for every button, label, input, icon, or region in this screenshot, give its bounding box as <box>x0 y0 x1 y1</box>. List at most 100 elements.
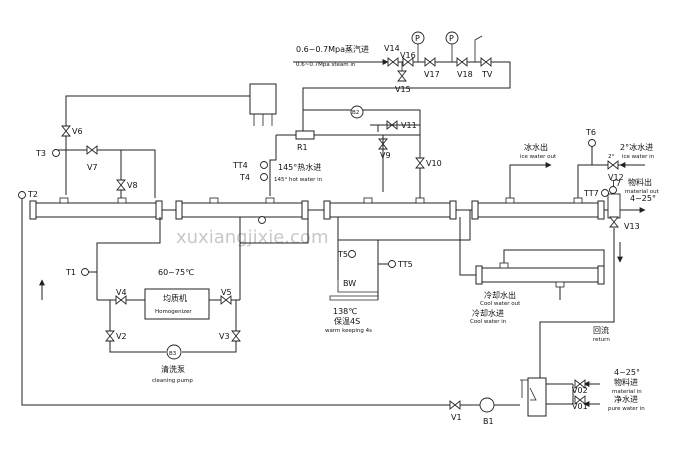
valve-v5[interactable] <box>220 295 232 305</box>
sensor-t5-label: T5 <box>337 250 348 259</box>
sensor-t1-label: T1 <box>65 268 76 277</box>
valve-v4[interactable] <box>115 295 127 305</box>
sensor-t6-label: T6 <box>585 128 596 137</box>
valve-v01-label: V01 <box>572 402 588 411</box>
pure-water-in-label-cn: 净水进 <box>614 394 638 404</box>
valve-v2-label: V2 <box>116 332 127 341</box>
heat-exchanger-5 <box>475 262 605 288</box>
valve-v15-label: V15 <box>395 85 411 94</box>
material-out-label-en: material out <box>625 189 660 195</box>
material-out-temp: 4~25° <box>630 194 656 203</box>
holding-tube <box>329 280 379 301</box>
sensor-tt5-label: TT5 <box>397 260 413 269</box>
heat-exchanger-1 <box>29 197 163 220</box>
svg-text:B2: B2 <box>352 110 359 116</box>
sensor-t6 <box>588 139 596 147</box>
balance-tank <box>249 83 277 126</box>
holding-tube-bw: BW <box>343 279 356 288</box>
svg-text:P: P <box>415 34 420 43</box>
valve-v18[interactable] <box>456 57 468 67</box>
heater-r1 <box>295 130 315 140</box>
pump-b1-label: B1 <box>483 417 494 426</box>
valve-v3-label: V3 <box>219 332 230 341</box>
sensor-t3 <box>52 149 60 157</box>
valve-v02-label: V02 <box>572 386 588 395</box>
valve-v14[interactable] <box>387 57 399 67</box>
valve-v8-label: V8 <box>127 181 138 190</box>
hot-water-in-label-cn: 145°热水进 <box>278 162 321 172</box>
sensor-tt4-label: TT4 <box>232 161 248 170</box>
valve-v17-label: V17 <box>424 70 440 79</box>
valve-v6[interactable] <box>61 125 71 137</box>
ice-water-out-label-cn: 冰水出 <box>524 142 548 152</box>
material-in-label-cn: 物料进 <box>614 377 638 387</box>
sensor-t1 <box>81 268 89 276</box>
cleaning-pump-label-en: cleaning pump <box>152 378 193 384</box>
inlet-tank <box>520 377 554 417</box>
svg-text:P: P <box>449 34 454 43</box>
ice-water-in-deg: 2° <box>608 154 614 160</box>
cool-water-out-label-en: Cool water out <box>480 301 521 307</box>
sensor-t4 <box>260 173 268 181</box>
valve-v14-label: V14 <box>384 44 400 53</box>
valve-v9-label: V9 <box>380 151 391 160</box>
steam-in-label-en: 0.6~0.7Mpa steam in <box>296 62 356 68</box>
valve-v16-label: V16 <box>400 51 416 60</box>
cleaning-pump-label-cn: 清洗泵 <box>161 364 185 374</box>
sensor-tt5 <box>388 260 396 268</box>
valve-v3[interactable] <box>231 330 241 342</box>
homogenizer-label-cn: 均质机 <box>163 293 187 303</box>
valve-v8[interactable] <box>116 179 126 191</box>
sensor-t7-label: T7 <box>610 179 621 188</box>
valve-tv[interactable] <box>480 57 492 67</box>
sensor-unlabeled <box>258 216 266 224</box>
pump-b2[interactable]: B2 <box>350 105 364 119</box>
ice-water-in-label-cn: 2°冰水进 <box>620 142 653 152</box>
valve-v5-label: V5 <box>221 288 232 297</box>
valve-v7-label: V7 <box>87 163 98 172</box>
valve-v13[interactable] <box>609 216 619 228</box>
valve-v10-label: V10 <box>426 159 442 168</box>
valve-v10[interactable] <box>415 157 425 169</box>
heat-exchanger-4 <box>471 197 605 220</box>
cool-water-out-label-cn: 冷却水出 <box>484 290 516 300</box>
holding-label-en: warm keeping 4s <box>325 328 372 334</box>
heat-exchanger-3 <box>323 197 457 220</box>
sensor-tt7-label: TT7 <box>583 189 599 198</box>
sensor-t2-label: T2 <box>27 190 38 199</box>
valve-v1-label: V1 <box>451 413 462 422</box>
homogenizer-label-en: Homogenizer <box>155 309 192 315</box>
holding-label-cn: 保温4S <box>334 316 360 326</box>
return-label-cn: 回流 <box>593 325 609 335</box>
sensor-tt4 <box>260 161 268 169</box>
valve-v2[interactable] <box>105 330 115 342</box>
valve-v13-label: V13 <box>624 222 640 231</box>
valve-v6-label: V6 <box>72 127 83 136</box>
cleaning-pump-b3[interactable]: B3 <box>166 344 182 360</box>
return-label-en: return <box>593 337 610 343</box>
pressure-gauge-1: P <box>411 31 425 45</box>
sensor-t5 <box>348 250 356 258</box>
holding-temp: 138℃ <box>333 307 357 316</box>
valve-v12[interactable] <box>607 160 619 170</box>
valve-tv-label: TV <box>481 70 493 79</box>
valve-v4-label: V4 <box>116 288 127 297</box>
material-in-label-en: material in <box>612 389 642 395</box>
steam-in-label-cn: 0.6~0.7Mpa蒸汽进 <box>296 44 369 54</box>
valve-v15[interactable] <box>397 70 407 82</box>
valve-v18-label: V18 <box>457 70 473 79</box>
valve-v7[interactable] <box>86 145 98 155</box>
hot-water-in-label-en: 145° hot water in <box>274 177 323 183</box>
ice-water-in-label-en: ice water in <box>622 154 655 160</box>
material-in-temp: 4~25° <box>614 368 640 377</box>
homogenizer-temp: 60~75℃ <box>158 268 194 277</box>
pump-b1[interactable] <box>479 397 495 413</box>
valve-v17[interactable] <box>424 57 436 67</box>
ice-water-out-label-en: ice water out <box>520 154 557 160</box>
sensor-t3-label: T3 <box>35 149 46 158</box>
valve-v1[interactable] <box>449 400 461 410</box>
pressure-gauge-2: P <box>445 31 459 45</box>
homogenizer[interactable] <box>144 288 210 320</box>
